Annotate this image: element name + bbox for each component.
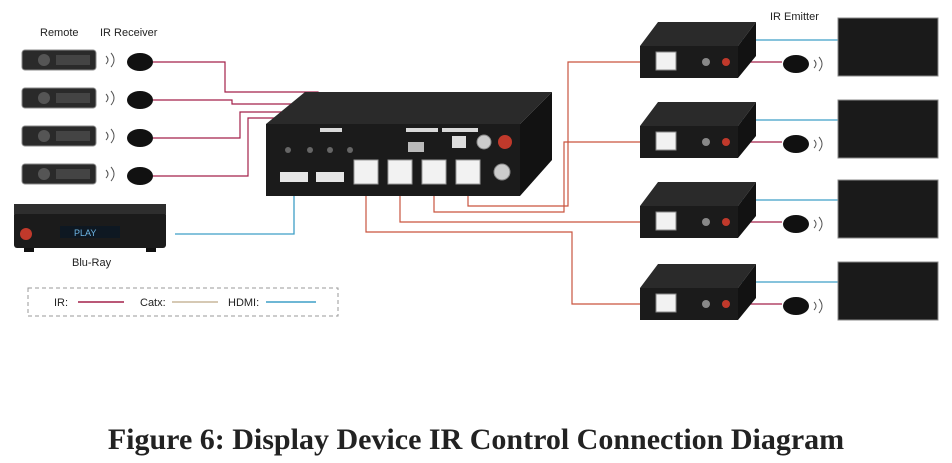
display-2 bbox=[837, 99, 939, 159]
catx-cables bbox=[365, 61, 650, 305]
ir-receiver-1 bbox=[127, 53, 153, 71]
legend-ir-label: IR: bbox=[54, 297, 68, 309]
connection-diagram: Remote IR Receiver IR Emitter bbox=[14, 11, 939, 321]
ir-receiver-2 bbox=[127, 91, 153, 109]
ir-receiver-label: IR Receiver bbox=[100, 27, 158, 39]
remote-control-2 bbox=[21, 87, 97, 109]
legend-hdmi-label: HDMI: bbox=[228, 297, 259, 309]
hdbaset-transmitter-device bbox=[266, 92, 552, 196]
ir-emitter-4 bbox=[783, 297, 809, 315]
display-1 bbox=[837, 17, 939, 77]
hdbaset-receiver-1 bbox=[640, 22, 756, 78]
remote-control-3 bbox=[21, 125, 97, 147]
ir-emitter-1 bbox=[783, 55, 809, 73]
ir-signal-icons-left bbox=[105, 52, 115, 182]
hdbaset-receiver-2 bbox=[640, 102, 756, 158]
legend-catx-label: Catx: bbox=[140, 297, 166, 309]
ir-signal-icons-right bbox=[813, 56, 823, 314]
ir-receiver-3 bbox=[127, 129, 153, 147]
ir-receiver-4 bbox=[127, 167, 153, 185]
remote-control-1 bbox=[21, 49, 97, 71]
hdbaset-receiver-3 bbox=[640, 182, 756, 238]
remote-control-4 bbox=[21, 163, 97, 185]
display-3 bbox=[837, 179, 939, 239]
ir-emitter-label: IR Emitter bbox=[770, 11, 819, 23]
remote-label: Remote bbox=[40, 27, 79, 39]
blu-ray-player: PLAY bbox=[14, 204, 166, 252]
hdbaset-receiver-4 bbox=[640, 264, 756, 320]
ir-emitter-3 bbox=[783, 215, 809, 233]
blu-ray-label: Blu-Ray bbox=[72, 257, 112, 269]
display-4 bbox=[837, 261, 939, 321]
blu-ray-display-text: PLAY bbox=[74, 228, 96, 238]
ir-emitter-2 bbox=[783, 135, 809, 153]
figure-caption: Figure 6: Display Device IR Control Conn… bbox=[107, 423, 845, 456]
cable-legend: IR: Catx: HDMI: bbox=[27, 287, 339, 317]
